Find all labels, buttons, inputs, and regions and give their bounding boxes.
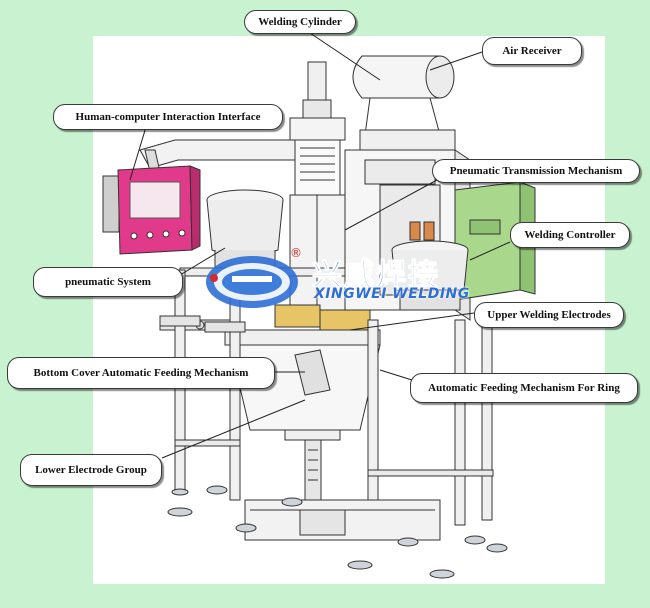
leader-lines (129, 28, 511, 459)
label-lower-electrode: Lower Electrode Group (20, 454, 162, 486)
label-welding-controller: Welding Controller (510, 222, 630, 248)
registered-mark: ® (290, 246, 302, 260)
leader-pneumatic-system (179, 247, 226, 276)
label-air-receiver: Air Receiver (482, 37, 582, 65)
leader-welding-cylinder (303, 28, 381, 81)
label-hci: Human-computer Interaction Interface (53, 104, 283, 130)
leader-air-receiver (429, 51, 483, 71)
label-pneumatic-system: pneumatic System (33, 267, 183, 297)
leader-ring-feeding (379, 369, 413, 381)
leader-lower-electrode (161, 399, 306, 459)
label-welding-cylinder: Welding Cylinder (244, 10, 356, 34)
label-upper-electrodes: Upper Welding Electrodes (474, 302, 624, 328)
hmi-panel (102, 165, 201, 255)
leader-upper-electrodes (349, 312, 475, 331)
label-bottom-cover-feeding: Bottom Cover Automatic Feeding Mechanism (7, 357, 275, 389)
leader-welding-controller (469, 241, 511, 261)
xingwei-logo-mark (206, 256, 298, 308)
leader-hci (129, 126, 147, 181)
label-pneumatic-transmission: Pneumatic Transmission Mechanism (432, 159, 640, 183)
leader-pneumatic-transmission (344, 173, 449, 231)
logo-chinese-text: 兴威焊接 (312, 258, 440, 294)
label-ring-feeding: Automatic Feeding Mechanism For Ring (410, 373, 638, 403)
logo-english-text: XINGWEI WELDING (314, 286, 470, 302)
